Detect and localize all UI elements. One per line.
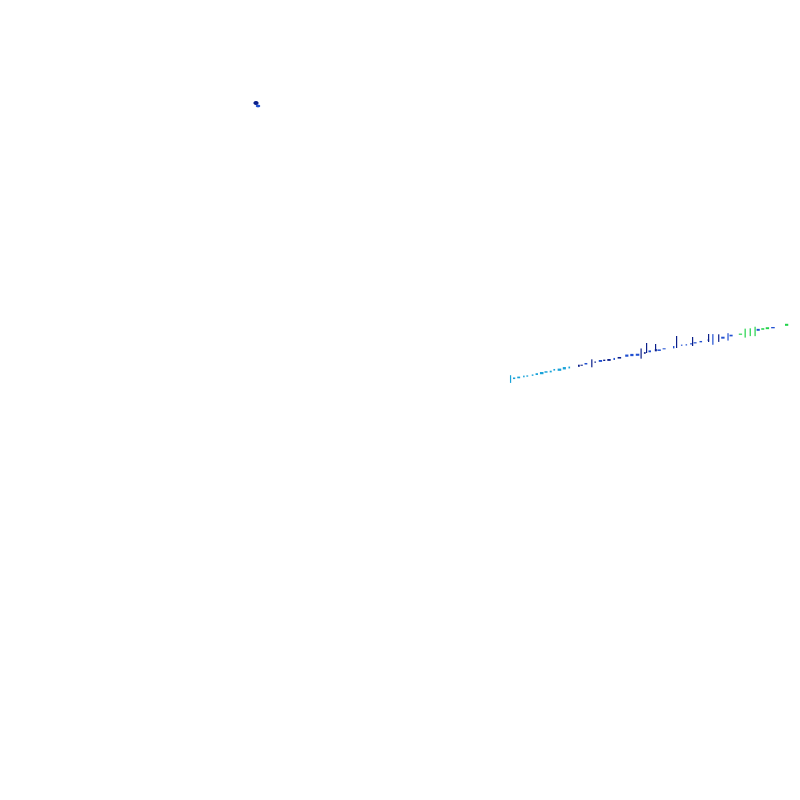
streak-mark xyxy=(523,375,525,378)
streak-mark xyxy=(685,344,688,346)
streak-mark xyxy=(539,372,544,375)
streak-mark xyxy=(771,327,775,329)
streak-mark xyxy=(655,344,657,351)
streak-mark xyxy=(754,326,756,337)
streak-mark xyxy=(568,366,571,369)
streak-mark xyxy=(657,349,661,351)
blob-mark xyxy=(253,101,261,108)
streak-mark xyxy=(598,360,603,362)
streak-mark xyxy=(680,344,683,346)
streak-mark xyxy=(662,348,666,350)
streak-mark xyxy=(744,328,746,338)
streak-mark xyxy=(580,364,583,366)
streak-mark xyxy=(635,353,640,356)
streak-mark xyxy=(553,368,556,371)
streak-mark xyxy=(517,376,521,379)
streak-mark xyxy=(699,340,703,343)
streak-mark xyxy=(721,336,725,339)
streak-mark xyxy=(584,362,588,365)
streak-mark xyxy=(708,334,710,342)
streak-mark xyxy=(673,346,675,349)
streak-mark xyxy=(617,356,622,359)
streak-mark xyxy=(718,334,720,342)
streak-mark xyxy=(646,343,648,353)
streak-mark xyxy=(749,328,751,337)
streak xyxy=(509,323,789,383)
streak-mark xyxy=(509,375,512,383)
streak-mark xyxy=(676,336,678,348)
streak-mark xyxy=(557,368,562,371)
streak-mark xyxy=(549,370,552,373)
streak-mark xyxy=(526,375,529,377)
streak-mark xyxy=(594,361,597,363)
streak-mark xyxy=(607,359,611,361)
streak-mark xyxy=(712,334,714,345)
streak-mark xyxy=(630,353,634,357)
streak-mark xyxy=(613,357,615,360)
streak-mark xyxy=(625,354,629,357)
streak-mark xyxy=(756,328,760,331)
streak-mark xyxy=(535,373,538,376)
streak-mark xyxy=(738,333,743,335)
streak-mark xyxy=(692,337,694,346)
streak-mark xyxy=(693,342,697,344)
streak-mark xyxy=(643,352,646,354)
streak-mark xyxy=(544,371,548,373)
streak-mark xyxy=(562,367,566,370)
streak-mark xyxy=(690,343,693,345)
streak-mark xyxy=(765,327,770,330)
streak-mark xyxy=(648,350,651,353)
streak-mark xyxy=(729,334,733,337)
streak-mark xyxy=(591,359,593,368)
streak-mark xyxy=(603,359,606,361)
streak-mark xyxy=(727,333,729,341)
streak-mark xyxy=(578,364,580,367)
streak-mark xyxy=(512,377,516,380)
streak-mark xyxy=(784,323,789,326)
streak-mark xyxy=(640,348,642,359)
streak-mark xyxy=(761,328,765,330)
streak-mark xyxy=(531,374,534,376)
